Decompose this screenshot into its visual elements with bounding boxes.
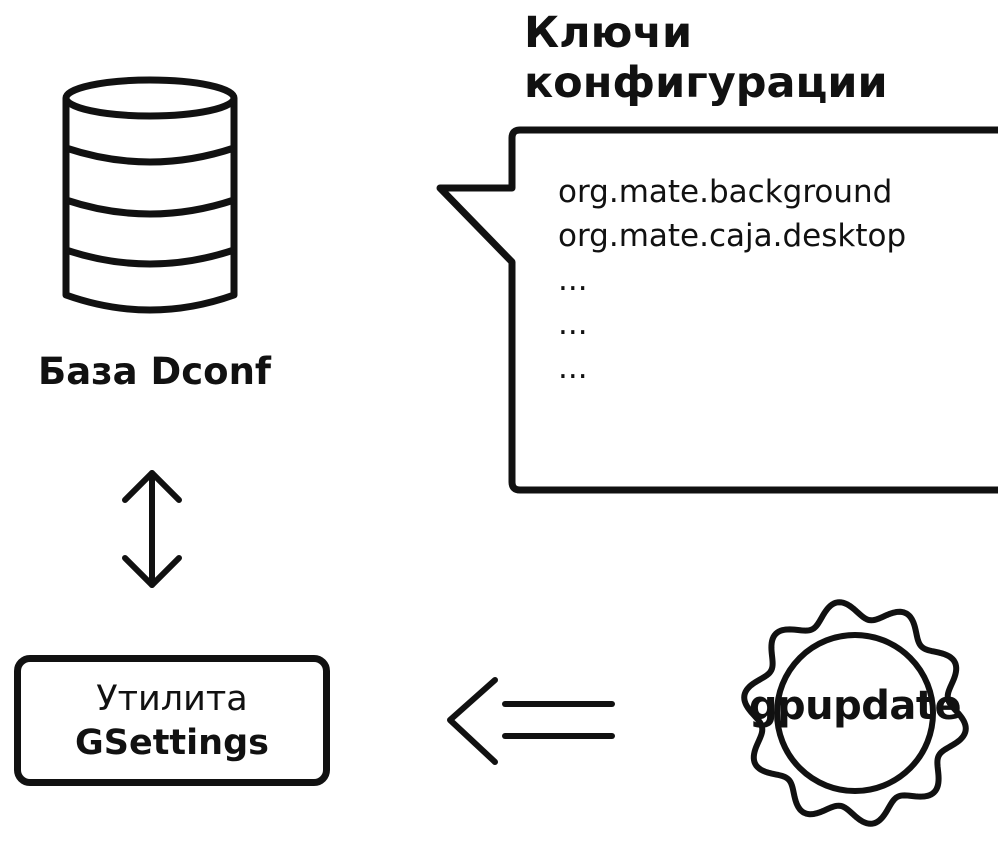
config-key-item: org.mate.background — [558, 174, 893, 210]
config-keys-title-line1: Ключи — [524, 8, 693, 58]
config-key-item: org.mate.caja.desktop — [558, 218, 907, 254]
config-keys-title-line2: конфигурации — [524, 58, 888, 108]
database-label: База Dconf — [38, 350, 272, 393]
double-arrow-left-icon — [447, 677, 615, 765]
config-keys-list: org.mate.background org.mate.caja.deskto… — [558, 170, 906, 390]
bidirectional-arrow-icon — [122, 470, 182, 588]
database-icon — [62, 76, 238, 314]
config-key-item: ... — [558, 350, 588, 386]
gpupdate-label: gpupdate — [748, 683, 962, 729]
utility-label-line2: GSettings — [75, 722, 269, 763]
gear-seal-icon — [741, 599, 969, 827]
config-key-item: ... — [558, 306, 588, 342]
config-keys-title: Ключи конфигурации — [524, 8, 888, 108]
gsettings-utility-box: Утилита GSettings — [14, 655, 330, 786]
utility-label-line1: Утилита — [96, 678, 248, 719]
config-key-item: ... — [558, 262, 588, 298]
